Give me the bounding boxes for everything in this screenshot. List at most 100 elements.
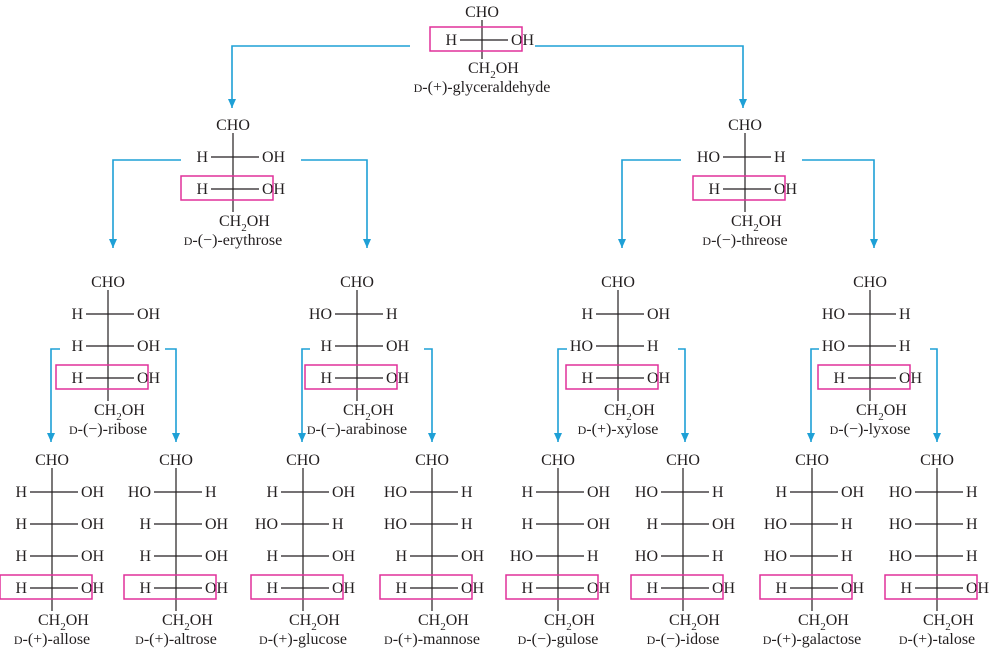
left-substituent: H <box>395 580 407 597</box>
right-substituent: H <box>386 306 398 323</box>
right-substituent: OH <box>81 516 105 533</box>
left-substituent: H <box>775 580 787 597</box>
left-substituent: HO <box>764 548 787 565</box>
right-substituent: H <box>587 548 599 565</box>
arrowhead-icon <box>933 433 941 442</box>
cho-label: CHO <box>601 274 635 291</box>
sugar-name-label: D-(+)-allose <box>14 631 90 648</box>
right-substituent: OH <box>386 370 410 387</box>
penultimate-carbon-highlight-box <box>565 364 659 390</box>
right-substituent: OH <box>647 370 671 387</box>
right-substituent: OH <box>461 548 485 565</box>
penultimate-carbon-highlight-box <box>884 574 978 600</box>
penultimate-carbon-highlight-box <box>0 574 93 600</box>
right-substituent: OH <box>137 338 161 355</box>
arrow-xylose-to-idose <box>678 348 689 442</box>
sugar-name-label: D-(+)-talose <box>899 631 975 648</box>
right-substituent: OH <box>262 149 286 166</box>
right-substituent: OH <box>205 516 229 533</box>
left-substituent: H <box>646 580 658 597</box>
left-substituent: H <box>15 516 27 533</box>
right-substituent: OH <box>461 580 485 597</box>
right-substituent: OH <box>262 181 286 198</box>
right-substituent: OH <box>511 32 535 49</box>
arrow-erythrose-to-ribose <box>109 159 181 248</box>
arrowhead-icon <box>428 433 436 442</box>
cho-label: CHO <box>35 452 69 469</box>
left-substituent: H <box>196 149 208 166</box>
right-substituent: OH <box>81 548 105 565</box>
sugar-name-label: D-(+)-galactose <box>763 631 862 648</box>
left-substituent: HO <box>822 306 845 323</box>
penultimate-carbon-highlight-box <box>180 175 274 201</box>
sugar-name-label: D-(−)-erythrose <box>184 232 283 249</box>
arrowhead-icon <box>228 99 236 108</box>
cho-label: CHO <box>340 274 374 291</box>
right-substituent: H <box>205 484 217 501</box>
penultimate-carbon-highlight-box <box>379 574 473 600</box>
right-substituent: H <box>899 338 911 355</box>
arrow-ribose-to-altrose <box>165 348 180 442</box>
ch2oh-label: CH2OH <box>731 213 782 234</box>
cho-label: CHO <box>216 117 250 134</box>
right-substituent: OH <box>647 306 671 323</box>
arrowhead-icon <box>618 239 626 248</box>
ch2oh-label: CH2OH <box>798 612 849 633</box>
arrowhead-icon <box>109 239 117 248</box>
right-substituent: H <box>841 516 853 533</box>
ch2oh-label: CH2OH <box>418 612 469 633</box>
right-substituent: OH <box>587 580 611 597</box>
left-substituent: H <box>581 306 593 323</box>
left-substituent: H <box>196 181 208 198</box>
arrowhead-icon <box>554 433 562 442</box>
right-substituent: OH <box>841 484 865 501</box>
left-substituent: HO <box>822 338 845 355</box>
right-substituent: OH <box>712 516 736 533</box>
left-substituent: H <box>71 338 83 355</box>
arrow-glyceraldehyde-to-threose <box>535 45 747 108</box>
left-substituent: H <box>445 32 457 49</box>
left-substituent: H <box>266 580 278 597</box>
penultimate-carbon-highlight-box <box>250 574 344 600</box>
arrowhead-icon <box>807 433 815 442</box>
left-substituent: H <box>833 370 845 387</box>
left-substituent: HO <box>889 484 912 501</box>
sugar-name-label: D-(−)-gulose <box>518 631 599 648</box>
sugar-name-label: D-(+)-altrose <box>135 631 217 648</box>
cho-label: CHO <box>91 274 125 291</box>
arrowhead-icon <box>739 99 747 108</box>
right-substituent: OH <box>332 484 356 501</box>
ch2oh-label: CH2OH <box>923 612 974 633</box>
arrowhead-icon <box>172 433 180 442</box>
penultimate-carbon-highlight-box <box>817 364 911 390</box>
left-substituent: H <box>395 548 407 565</box>
cho-label: CHO <box>286 452 320 469</box>
left-substituent: H <box>581 370 593 387</box>
left-substituent: HO <box>889 548 912 565</box>
arrow-xylose-to-gulose <box>554 348 567 442</box>
left-substituent: H <box>139 548 151 565</box>
ch2oh-label: CH2OH <box>38 612 89 633</box>
sugar-name-label: D-(−)-lyxose <box>830 421 911 438</box>
sugar-name-label: D-(−)-idose <box>647 631 720 648</box>
left-substituent: H <box>320 370 332 387</box>
left-substituent: H <box>15 580 27 597</box>
right-substituent: H <box>712 484 724 501</box>
cho-label: CHO <box>415 452 449 469</box>
right-substituent: OH <box>774 181 798 198</box>
sugar-name-label: D-(−)-ribose <box>69 421 147 438</box>
left-substituent: H <box>15 548 27 565</box>
penultimate-carbon-highlight-box <box>759 574 853 600</box>
left-substituent: H <box>320 338 332 355</box>
arrow-threose-to-xylose <box>618 159 681 248</box>
cho-label: CHO <box>853 274 887 291</box>
right-substituent: H <box>712 548 724 565</box>
